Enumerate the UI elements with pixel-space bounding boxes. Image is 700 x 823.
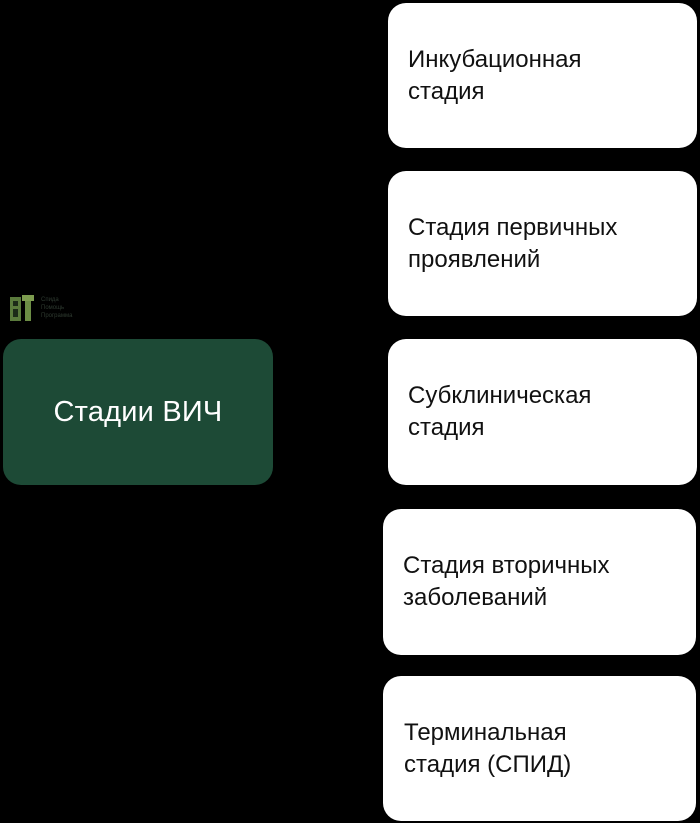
watermark-line: Спида (41, 297, 59, 303)
stage-node-incubation: Инкубационная стадия (388, 3, 697, 148)
stage-node-subclinical: Субклиническая стадия (388, 339, 697, 485)
watermark-logo: Спида Помощь Программа (10, 293, 100, 323)
watermark-line: Программа (41, 313, 73, 319)
stage-label: Инкубационная стадия (408, 45, 582, 105)
root-node-label: Стадии ВИЧ (53, 395, 223, 428)
stage-label: Стадия первичных проявлений (408, 213, 618, 273)
watermark-line: Помощь (41, 305, 65, 311)
stage-label: Терминальная стадия (СПИД) (404, 718, 572, 778)
stage-label: Субклиническая стадия (408, 382, 592, 441)
stage-node-terminal: Терминальная стадия (СПИД) (383, 676, 696, 821)
root-node: Стадии ВИЧ (3, 339, 273, 485)
stage-label: Стадия вторичных заболеваний (403, 552, 610, 611)
logo-icon (10, 295, 34, 321)
stage-node-secondary: Стадия вторичных заболеваний (383, 509, 696, 655)
watermark-text: Спида Помощь Программа (41, 296, 72, 320)
stage-node-primary: Стадия первичных проявлений (388, 171, 697, 316)
